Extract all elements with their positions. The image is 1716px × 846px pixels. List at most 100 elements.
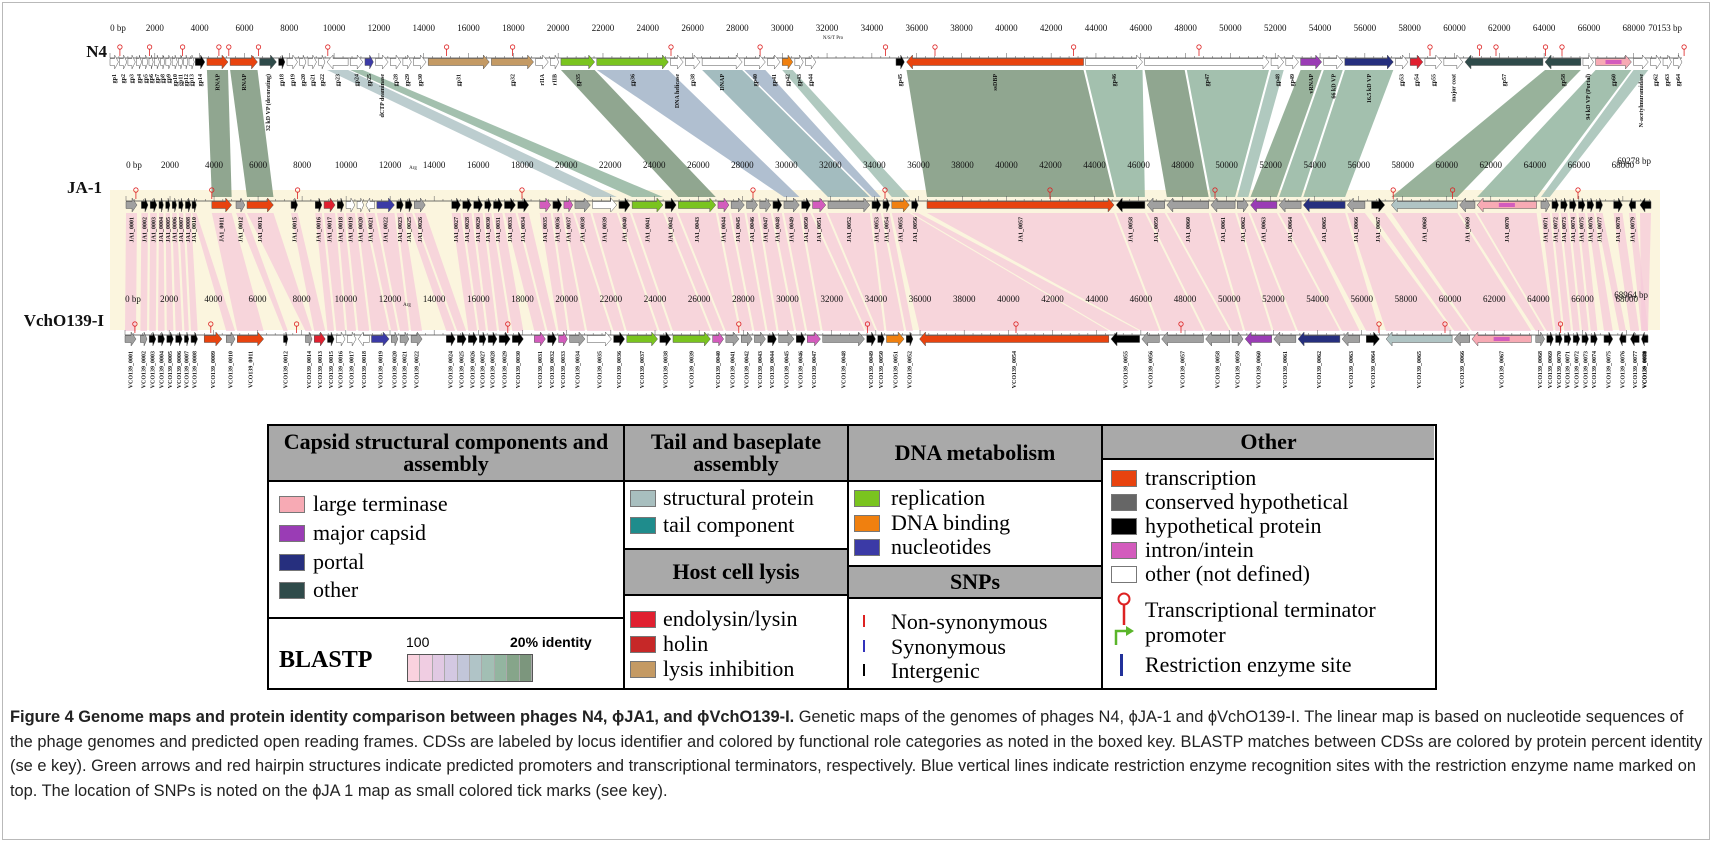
gene-label: VCO139_0038 (663, 351, 669, 388)
axis-tick-label: 62000 (1488, 23, 1511, 33)
gene-label: VCO139_0024 (449, 351, 455, 388)
blast-link (1477, 213, 1554, 331)
gene-label: JA1_0040 (622, 217, 628, 242)
gene-arrow (1564, 331, 1572, 347)
gene-arrow (701, 54, 743, 70)
blast-link (165, 213, 174, 331)
blast-link (618, 213, 671, 331)
axis-tick-label: 32000 (819, 160, 842, 170)
gene-label: VCO139_0058 (1216, 351, 1222, 388)
gene-arrow (1346, 197, 1366, 213)
blast-link (350, 70, 663, 197)
axis-tick-label: 28000 (731, 160, 754, 170)
gene-label: JA1_0011 (220, 217, 226, 242)
gene-arrow (754, 331, 766, 347)
blast-link (539, 213, 568, 331)
gene-label: gp32 (510, 74, 516, 86)
axis-tick-label: 42000 (1039, 160, 1062, 170)
promoter-icon (1114, 626, 1134, 645)
gene-arrow (148, 331, 157, 347)
gene-label: VCO139_0045 (784, 351, 790, 388)
blast-link (192, 213, 236, 331)
legend-structural-protein: structural protein (663, 485, 814, 510)
blast-link (206, 70, 232, 197)
legend-nucleotides: nucleotides (891, 534, 992, 559)
gene-label: gp47 (1205, 74, 1211, 86)
blast-link (632, 213, 711, 331)
gene-arrow (236, 331, 264, 347)
blast-link (462, 213, 486, 331)
terminator-icon (1117, 592, 1131, 625)
blast-link (1279, 213, 1360, 331)
gene-label: JA1_0043 (695, 217, 701, 242)
snp-intergenic-tick (863, 664, 865, 676)
gene-label: VCO139_0065 (1417, 351, 1423, 388)
axis-tick-label: 22000 (600, 294, 623, 304)
gene-label: 16.5 kD VP (1367, 74, 1373, 103)
gene-arrow (539, 197, 552, 213)
swatch-other-undefined (1111, 566, 1137, 583)
gene-label: VCO139_0020 (393, 351, 399, 388)
gene-label: gp55 (1431, 74, 1437, 86)
gene-arrow (396, 197, 404, 213)
blast-link (493, 213, 524, 331)
axis-tick-label: 12000 (379, 160, 402, 170)
gene-arrow (299, 54, 307, 70)
gene-label: JA1_0036 (555, 217, 561, 242)
axis-tick-label: 66000 (1568, 160, 1591, 170)
gene-arrow (142, 54, 149, 70)
blast-link (560, 70, 716, 197)
axis-tick-label: 24000 (644, 294, 667, 304)
gene-arrow (1385, 331, 1453, 347)
gene-label: VCO139_0007 (185, 351, 191, 388)
gene-label: VCO139_0043 (758, 351, 764, 388)
gene-arrow (1582, 54, 1594, 70)
gene-label: JA1_0075 (1580, 217, 1586, 242)
gene-label: VCO139_0008 (192, 351, 198, 388)
axis-tick-label: 34000 (863, 160, 886, 170)
gene-label: VCO139_0017 (350, 351, 356, 388)
swatch-capsid-other (279, 582, 305, 599)
gene-label: JA1_0052 (847, 217, 853, 242)
blast-link (357, 213, 390, 331)
gene-label: JA1_0060 (1186, 217, 1192, 242)
gene-arrow (347, 331, 357, 347)
gene-label: JA1_0045 (736, 217, 742, 242)
gene-arrow (725, 331, 740, 347)
gene-label: JA1_0068 (1422, 217, 1428, 242)
terminator-mark (1559, 44, 1565, 50)
gene-label: DNA helicase (675, 74, 681, 109)
gene-label: JA1_0054 (884, 217, 890, 242)
gene-arrow (877, 331, 885, 347)
gene-arrow (1459, 197, 1476, 213)
swatch-transcription (1111, 470, 1137, 487)
axis-tick-label: 4000 (205, 160, 224, 170)
gene-arrow (1371, 197, 1386, 213)
gene-arrow (259, 54, 277, 70)
gene-label: gp31 (457, 74, 463, 86)
gene-arrow (1302, 197, 1346, 213)
gene-label: N-acetylmuramidase (1639, 74, 1645, 128)
blast-link (759, 213, 795, 331)
legend-portal: portal (313, 549, 365, 574)
gene-arrow (1244, 331, 1272, 347)
blast-link (1250, 70, 1322, 197)
gene-arrow (1453, 331, 1470, 347)
gene-label: gp53 (1400, 74, 1406, 86)
gene-label: VCO139_0052 (908, 351, 914, 388)
gene-arrow (1323, 54, 1344, 70)
blast-link (871, 213, 905, 331)
axis-tick-label: 58000 (1391, 160, 1414, 170)
gene-arrow (569, 331, 586, 347)
gene-label: VCO139_0077 (1633, 351, 1639, 388)
gene-label: VCO139_0044 (770, 351, 776, 388)
gene-label: JA1_0044 (721, 217, 727, 242)
terminator-mark (757, 44, 763, 50)
gene-label: gp18 (280, 74, 286, 86)
arg-annotation-ja1: Arg (409, 166, 417, 171)
gene-label: JA1_0076 (1588, 217, 1594, 242)
gene-arrow (827, 197, 871, 213)
gene-label: VCO139_0048 (842, 351, 848, 388)
blastp-scale-step (482, 655, 495, 681)
gene-label: 32 kD VP (decorating) (265, 74, 272, 131)
